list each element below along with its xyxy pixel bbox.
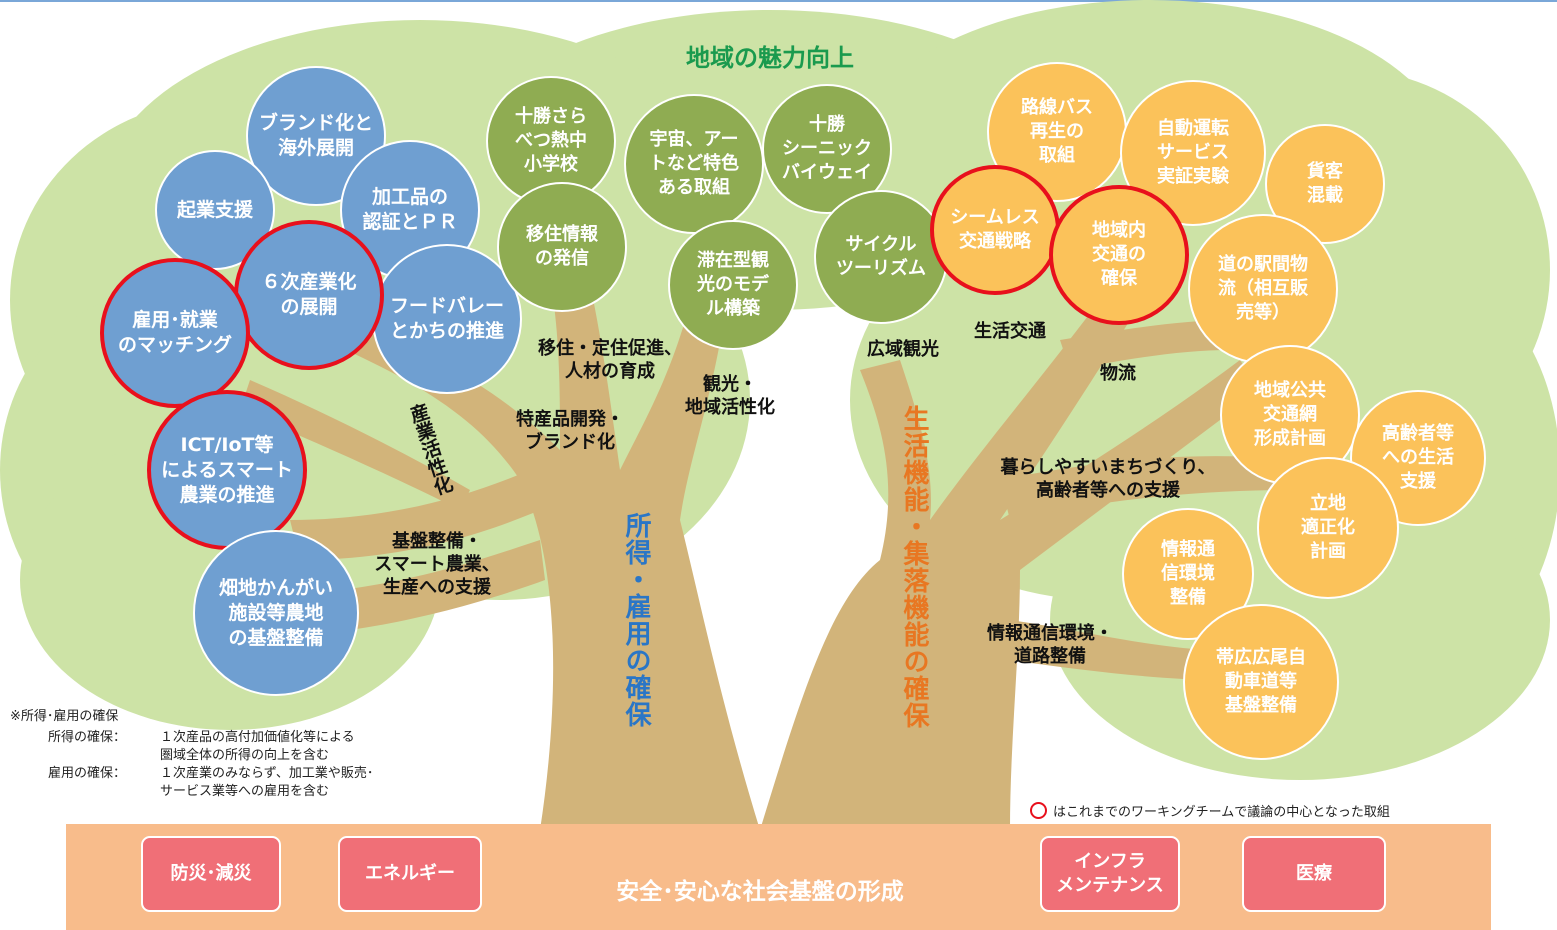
- branch-label-kanko: 観光・ 地域活性化: [685, 374, 775, 418]
- circle-seamless: シームレス 交通戦略: [930, 165, 1060, 295]
- circle-michinoeki: 道の駅間物 流（相互販 売等）: [1188, 214, 1338, 364]
- branch-label-iju: 移住・定住促進、 人材の育成: [538, 338, 682, 382]
- circle-koyo: 雇用･就業 のマッチング: [100, 258, 250, 408]
- branch-label-joho: 情報通信環境・ 道路整備: [987, 623, 1113, 667]
- base-title: 安全･安心な社会基盤の形成: [616, 879, 904, 905]
- circle-rokuji: ６次産業化 の展開: [234, 220, 384, 370]
- circle-jido: 自動運転 サービス 実証実験: [1120, 80, 1266, 226]
- circle-hatachi: 畑地かんがい 施設等農地 の基盤整備: [193, 530, 359, 696]
- legend: はこれまでのワーキングチームで議論の中心となった取組: [1030, 801, 1390, 820]
- notes-block: ※所得･雇用の確保 所得の確保： １次産品の高付加価値化等による 圏域全体の所得…: [10, 708, 373, 801]
- circle-kigyo: 起業支援: [155, 150, 275, 270]
- branch-label-koiki: 広域観光: [867, 339, 939, 360]
- diagram-title: 地域の魅力向上: [686, 44, 854, 72]
- base-box-infra: インフラ メンテナンス: [1040, 836, 1180, 912]
- red-circle-icon: [1030, 802, 1047, 819]
- left-trunk-label: 所得・雇用の確保: [621, 512, 651, 728]
- right-trunk-label: 生活機能・集落機能の確保: [899, 405, 929, 729]
- notes-shotoku-label: 所得の確保：: [48, 730, 127, 745]
- circle-kakyaku: 貨客 混載: [1265, 124, 1385, 244]
- notes-shotoku-text: １次産品の高付加価値化等による 圏域全体の所得の向上を含む: [160, 730, 355, 763]
- circle-cycle: サイクル ツーリズム: [814, 190, 948, 324]
- circle-gakko: 十勝さら べつ熱中 小学校: [486, 76, 616, 206]
- top-border-line: [0, 0, 1557, 2]
- circle-uchu: 宇宙、アー トなど特色 ある取組: [624, 94, 764, 234]
- base-box-iryo: 医療: [1242, 836, 1386, 912]
- branch-label-seikatsu-kotsu: 生活交通: [974, 321, 1046, 342]
- branch-label-tokusan: 特産品開発・ ブランド化: [516, 409, 624, 453]
- base-box-energy: エネルギー: [338, 836, 482, 912]
- circle-ict: ICT/IoT等 によるスマート 農業の推進: [147, 390, 307, 550]
- notes-koyo-label: 雇用の確保：: [48, 766, 127, 781]
- circle-chiikinai: 地域内 交通の 確保: [1049, 185, 1189, 325]
- circle-taizai: 滞在型観 光のモデ ル構築: [668, 220, 798, 350]
- branch-label-butsuryu: 物流: [1100, 363, 1136, 384]
- circle-obihiro: 帯広広尾自 動車道等 基盤整備: [1183, 604, 1339, 760]
- legend-text: はこれまでのワーキングチームで議論の中心となった取組: [1053, 805, 1390, 820]
- circle-koreisha: 高齢者等 への生活 支援: [1350, 390, 1486, 526]
- circle-ijujoho: 移住情報 の発信: [497, 182, 627, 312]
- notes-koyo-text: １次産業のみならず、加工業や販売･ サービス業等への雇用を含む: [160, 766, 374, 799]
- branch-label-kurashi: 暮らしやすいまちづくり、 高齢者等への支援: [1000, 457, 1216, 501]
- tree-trunk: [240, 240, 1290, 830]
- circle-ritchi: 立地 適正化 計画: [1257, 457, 1399, 599]
- circle-food: フードバレー とかちの推進: [372, 244, 522, 394]
- notes-heading: ※所得･雇用の確保: [10, 709, 119, 724]
- base-box-bosai: 防災･減災: [141, 836, 281, 912]
- branch-label-kiban: 基盤整備・ スマート農業、 生産への支援: [374, 531, 500, 598]
